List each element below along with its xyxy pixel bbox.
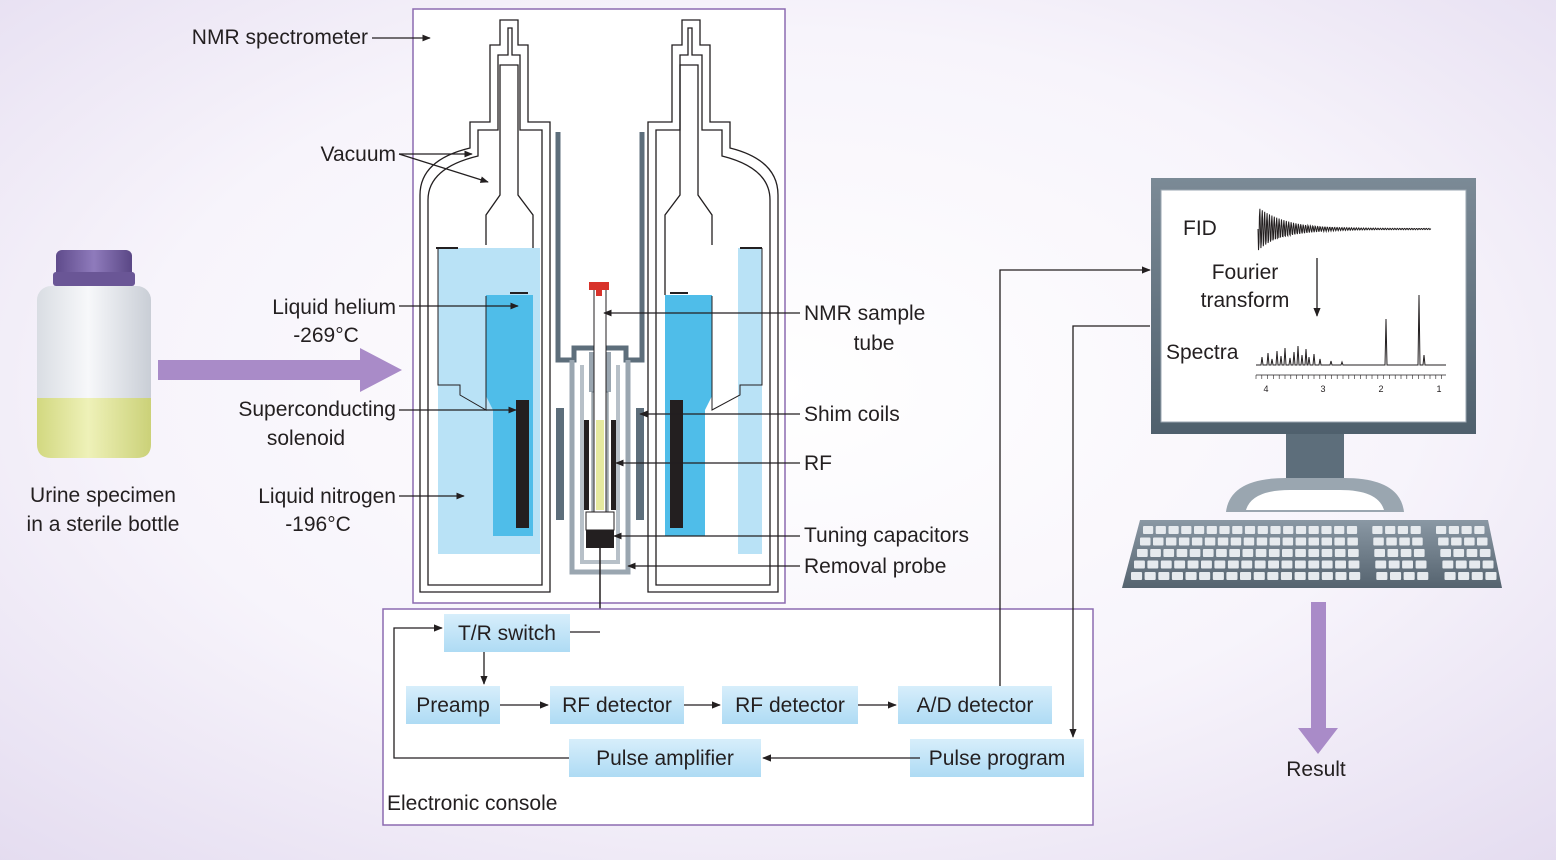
fourier-label-line2: transform <box>1201 289 1290 312</box>
console-wiring <box>393 266 1151 762</box>
spectra-label: Spectra <box>1166 341 1239 364</box>
result-label: Result <box>1286 758 1346 781</box>
spectra-axis: 4 3 2 1 <box>1255 374 1446 394</box>
vacuum-label: Vacuum <box>321 143 396 166</box>
urine-bottle <box>37 250 151 458</box>
ad-detector-box: A/D detector <box>898 686 1052 724</box>
pulse-amplifier-box: Pulse amplifier <box>569 739 761 777</box>
fourier-label-line1: Fourier <box>1212 261 1279 284</box>
superconducting-label-line2: solenoid <box>267 427 345 450</box>
result-arrow <box>1298 602 1338 754</box>
spectra-tick-4: 4 <box>1263 384 1268 394</box>
liquid-helium-temp: -269°C <box>293 324 359 347</box>
preamp-box: Preamp <box>406 686 500 724</box>
specimen-label-line1: Urine specimen <box>30 484 176 507</box>
tr-switch-box: T/R switch <box>444 614 570 652</box>
transfer-arrow <box>158 348 402 392</box>
central-bore <box>555 132 645 632</box>
svg-text:RF detector: RF detector <box>562 694 672 717</box>
rf-detector-box-1: RF detector <box>550 686 684 724</box>
spectra-tick-1: 1 <box>1436 384 1441 394</box>
spectra-tick-2: 2 <box>1378 384 1383 394</box>
svg-text:Pulse program: Pulse program <box>929 747 1066 770</box>
left-dewar <box>419 19 551 593</box>
spectra-trace <box>1256 294 1446 366</box>
svg-text:A/D detector: A/D detector <box>917 694 1034 717</box>
removal-probe-label: Removal probe <box>804 555 946 578</box>
liquid-nitrogen-label: Liquid nitrogen <box>258 485 396 508</box>
solenoid-right <box>670 400 683 528</box>
liquid-helium-label: Liquid helium <box>272 296 396 319</box>
computer <box>1122 178 1502 588</box>
sample-tube-label-line1: NMR sample <box>804 302 925 325</box>
specimen-label-line2: in a sterile bottle <box>27 513 180 536</box>
shim-coils-label: Shim coils <box>804 403 900 426</box>
right-dewar <box>647 19 779 593</box>
solenoid-left <box>516 400 529 528</box>
tuning-capacitors-label: Tuning capacitors <box>804 524 969 547</box>
svg-text:Pulse amplifier: Pulse amplifier <box>596 747 734 770</box>
nmr-spectrometer-label: NMR spectrometer <box>192 26 368 49</box>
svg-text:RF detector: RF detector <box>735 694 845 717</box>
keyboard-keys <box>1131 526 1497 580</box>
electronic-console-label: Electronic console <box>387 792 557 815</box>
pulse-program-box: Pulse program <box>910 739 1084 777</box>
liquid-nitrogen-right <box>738 248 762 554</box>
fid-label: FID <box>1183 217 1217 240</box>
sample-tube-label-line2: tube <box>854 332 895 355</box>
superconducting-label-line1: Superconducting <box>238 398 396 421</box>
svg-text:T/R switch: T/R switch <box>458 622 556 645</box>
rf-detector-box-2: RF detector <box>722 686 858 724</box>
svg-text:Preamp: Preamp <box>416 694 490 717</box>
fid-waveform <box>1257 208 1432 251</box>
liquid-nitrogen-temp: -196°C <box>285 513 351 536</box>
rf-label: RF <box>804 452 832 475</box>
spectra-tick-3: 3 <box>1320 384 1325 394</box>
